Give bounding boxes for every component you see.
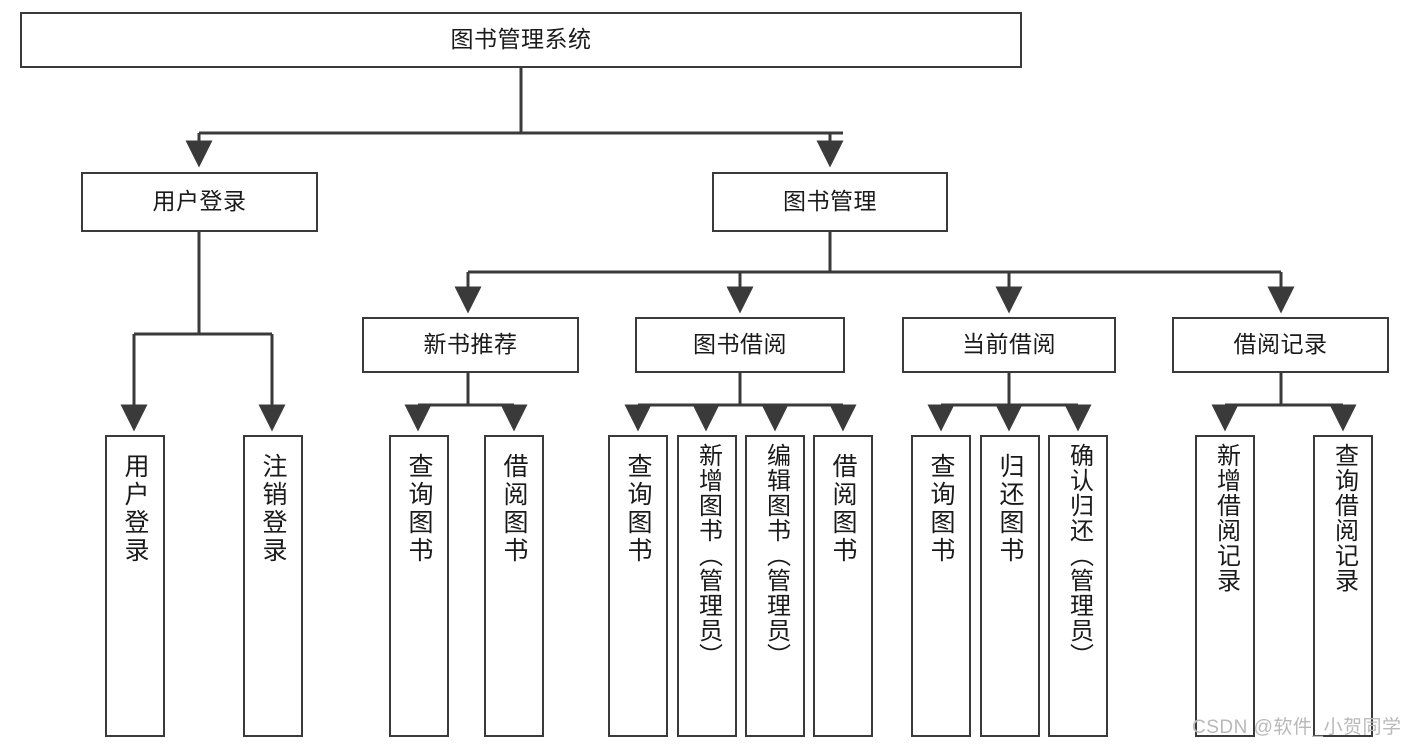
leaf-book-borrow-query-label: 查询图书 xyxy=(624,453,652,565)
csdn-watermark: CSDN @软件_小贺同学 xyxy=(1192,717,1402,738)
leaf-book-borrow-borrow-label: 借阅图书 xyxy=(829,453,857,565)
leaf-new-book-query[interactable]: 查询图书 xyxy=(389,435,449,737)
leaf-current-borrow-return-label: 归还图书 xyxy=(996,453,1024,565)
node-user-login[interactable]: 用户登录 xyxy=(81,172,318,232)
node-borrow-record[interactable]: 借阅记录 xyxy=(1172,317,1389,373)
leaf-current-borrow-return[interactable]: 归还图书 xyxy=(980,435,1040,737)
leaf-book-borrow-add-label: 新增图书（管理员） xyxy=(694,443,722,668)
leaf-new-book-borrow-label: 借阅图书 xyxy=(500,453,528,565)
node-book-management[interactable]: 图书管理 xyxy=(712,172,948,232)
leaf-current-borrow-confirm-return[interactable]: 确认归还（管理员） xyxy=(1048,435,1108,737)
leaf-new-book-borrow[interactable]: 借阅图书 xyxy=(484,435,544,737)
node-root-system[interactable]: 图书管理系统 xyxy=(20,12,1022,68)
node-borrow-record-label: 借阅记录 xyxy=(1233,331,1328,358)
node-new-book-recommend[interactable]: 新书推荐 xyxy=(362,317,579,373)
leaf-user-login-logout-label: 注销登录 xyxy=(259,453,287,565)
leaf-new-book-query-label: 查询图书 xyxy=(405,453,433,565)
leaf-book-borrow-add[interactable]: 新增图书（管理员） xyxy=(677,435,737,737)
leaf-borrow-record-add[interactable]: 新增借阅记录 xyxy=(1195,435,1255,737)
node-book-borrow-label: 图书借阅 xyxy=(693,331,787,358)
leaf-borrow-record-query[interactable]: 查询借阅记录 xyxy=(1313,435,1373,737)
node-current-borrow[interactable]: 当前借阅 xyxy=(902,317,1116,373)
leaf-user-login-login[interactable]: 用户登录 xyxy=(105,435,165,737)
leaf-current-borrow-query-label: 查询图书 xyxy=(927,453,955,565)
node-book-borrow[interactable]: 图书借阅 xyxy=(635,317,845,373)
node-current-borrow-label: 当前借阅 xyxy=(962,331,1056,358)
node-root-system-label: 图书管理系统 xyxy=(450,26,592,53)
leaf-current-borrow-confirm-return-label: 确认归还（管理员） xyxy=(1065,443,1093,668)
leaf-user-login-login-label: 用户登录 xyxy=(121,453,149,565)
leaf-borrow-record-query-label: 查询借阅记录 xyxy=(1330,443,1358,593)
node-user-login-label: 用户登录 xyxy=(152,188,247,215)
node-book-management-label: 图书管理 xyxy=(783,188,877,215)
leaf-book-borrow-borrow[interactable]: 借阅图书 xyxy=(813,435,873,737)
leaf-borrow-record-add-label: 新增借阅记录 xyxy=(1212,443,1240,593)
leaf-book-borrow-edit[interactable]: 编辑图书（管理员） xyxy=(745,435,805,737)
leaf-current-borrow-query[interactable]: 查询图书 xyxy=(911,435,971,737)
node-new-book-recommend-label: 新书推荐 xyxy=(423,331,518,358)
leaf-book-borrow-edit-label: 编辑图书（管理员） xyxy=(762,443,790,668)
leaf-user-login-logout[interactable]: 注销登录 xyxy=(243,435,303,737)
leaf-book-borrow-query[interactable]: 查询图书 xyxy=(608,435,668,737)
